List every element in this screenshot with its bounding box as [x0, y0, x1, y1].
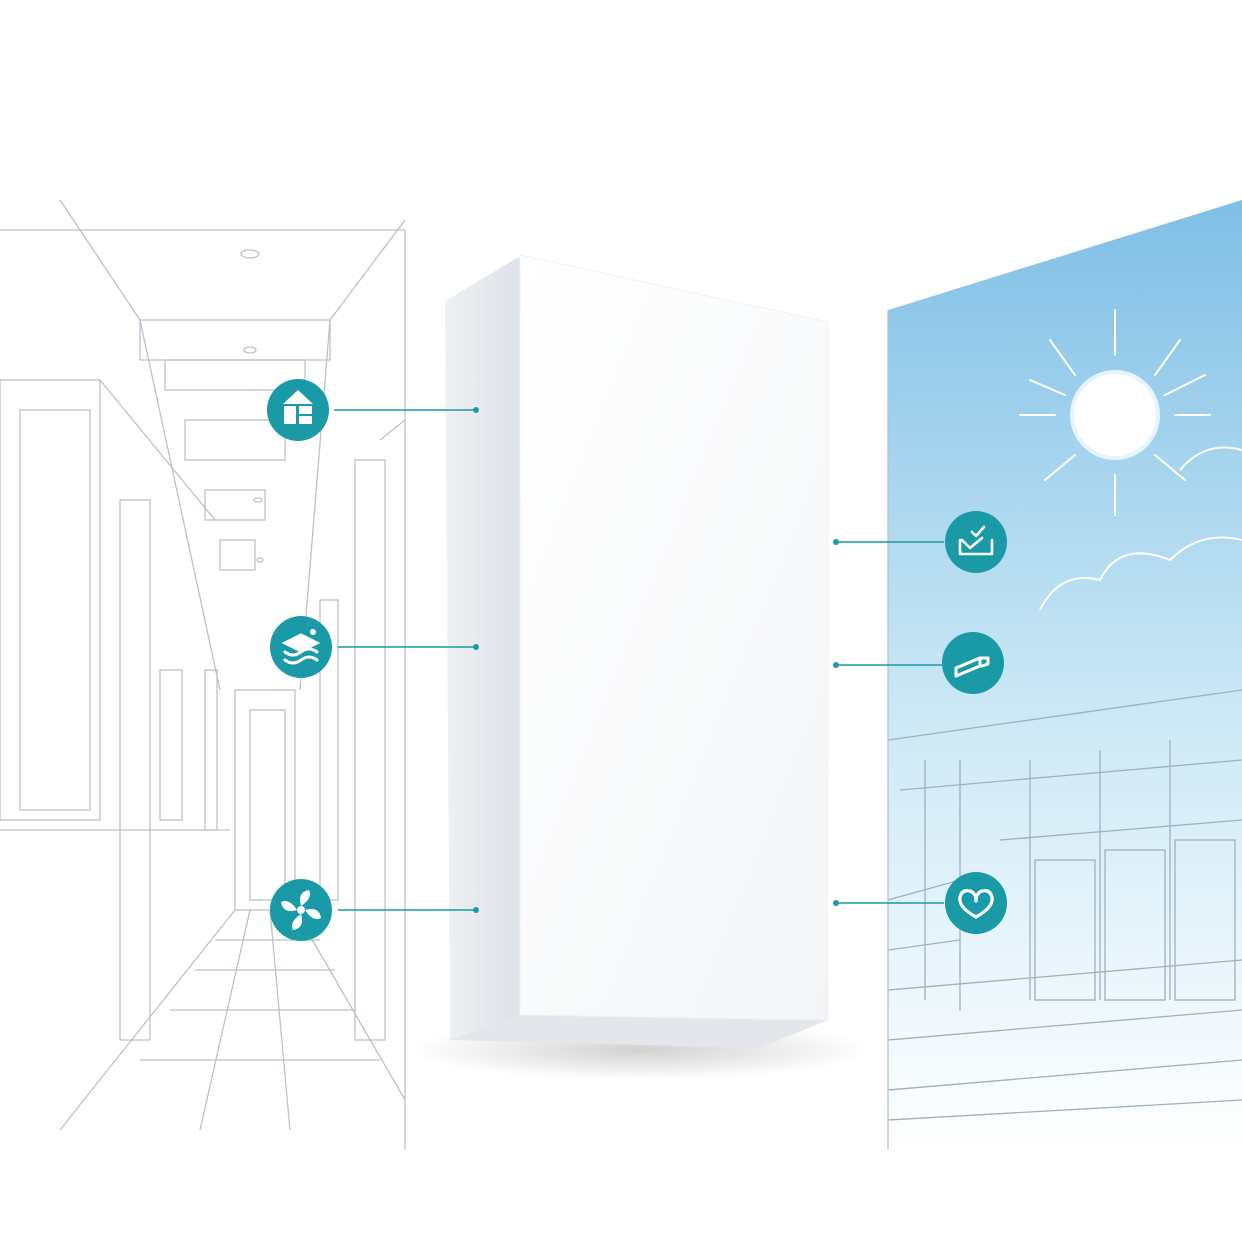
pipe-icon	[954, 656, 990, 678]
feature-callout-heart[interactable]	[833, 872, 1007, 934]
wall-panel	[410, 254, 870, 1080]
feature-callout-house[interactable]	[267, 379, 479, 441]
house-icon	[283, 390, 313, 424]
layers-icon	[281, 629, 321, 665]
feature-callout-fan[interactable]	[270, 879, 479, 941]
hallway-sketch	[0, 199, 406, 1150]
fan-icon	[281, 890, 321, 930]
tray-check-icon	[958, 525, 994, 556]
sky-scene	[887, 200, 1242, 1150]
feature-callout-pipe[interactable]	[833, 632, 1004, 694]
heart-icon	[958, 889, 994, 919]
feature-callout-layers[interactable]	[270, 616, 479, 678]
feature-callout-tray[interactable]	[833, 511, 1007, 573]
sun-icon	[1019, 309, 1211, 516]
